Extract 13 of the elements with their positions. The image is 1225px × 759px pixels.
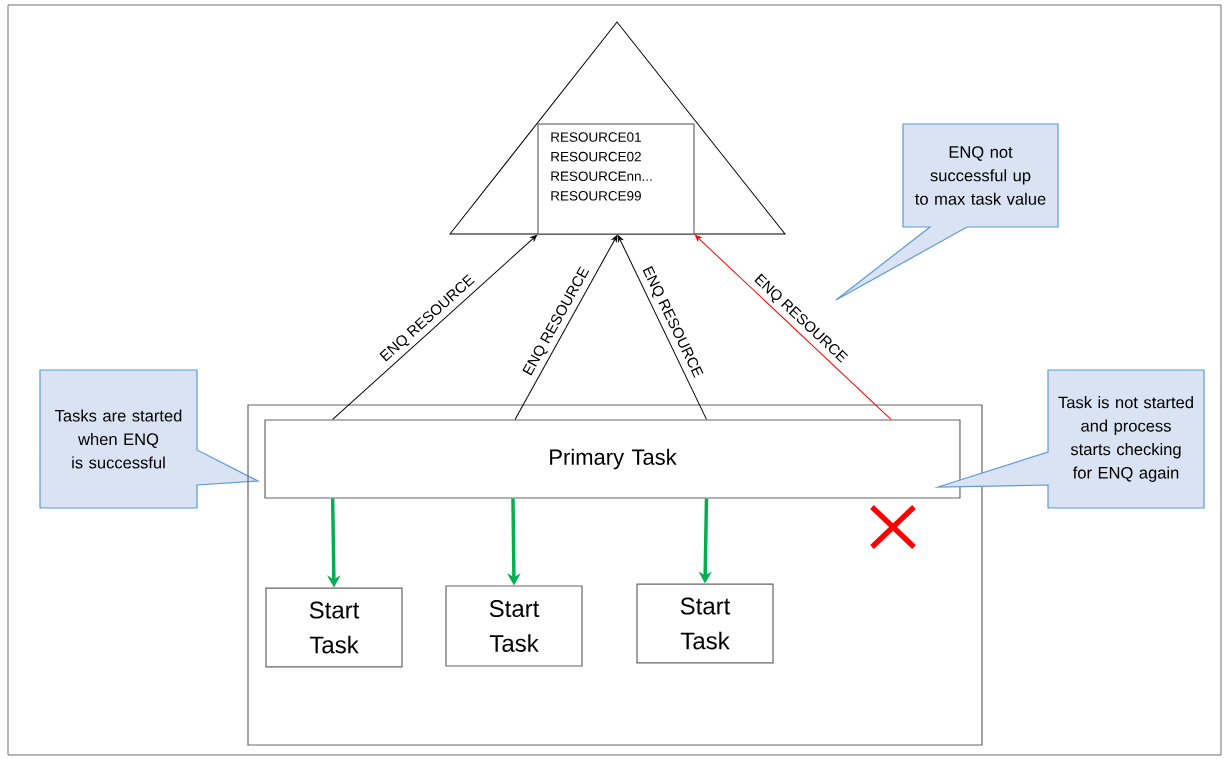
arrow bbox=[332, 234, 538, 420]
resource-box: RESOURCE01 RESOURCE02 RESOURCEnn... RESOURCE99 bbox=[537, 123, 695, 235]
task-box: Start Task bbox=[265, 587, 403, 668]
arrow bbox=[514, 235, 618, 420]
callout: Task is not started and process starts checking for ENQ again bbox=[933, 369, 1205, 509]
callout: Tasks are started when ENQ is successful bbox=[39, 369, 261, 509]
task-box: Primary Task bbox=[264, 419, 961, 499]
callout: ENQ not successful up to max task value bbox=[835, 123, 1059, 301]
task-box: Start Task bbox=[445, 585, 583, 667]
container-box bbox=[247, 404, 983, 746]
arrow bbox=[617, 235, 707, 420]
arrow bbox=[694, 234, 892, 420]
task-box: Start Task bbox=[636, 583, 774, 664]
